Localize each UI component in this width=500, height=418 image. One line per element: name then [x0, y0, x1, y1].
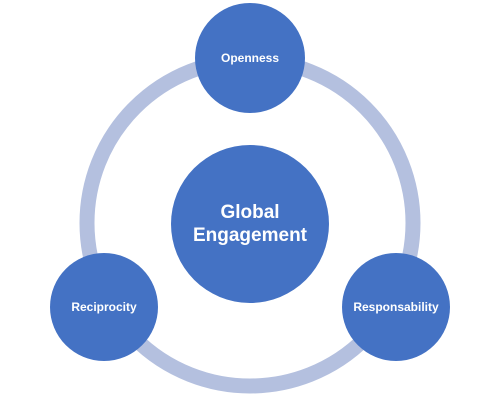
node-openness: Openness: [195, 3, 305, 113]
center-node: Global Engagement: [171, 145, 329, 303]
node-responsability: Responsability: [342, 253, 450, 361]
node-reciprocity: Reciprocity: [50, 253, 158, 361]
